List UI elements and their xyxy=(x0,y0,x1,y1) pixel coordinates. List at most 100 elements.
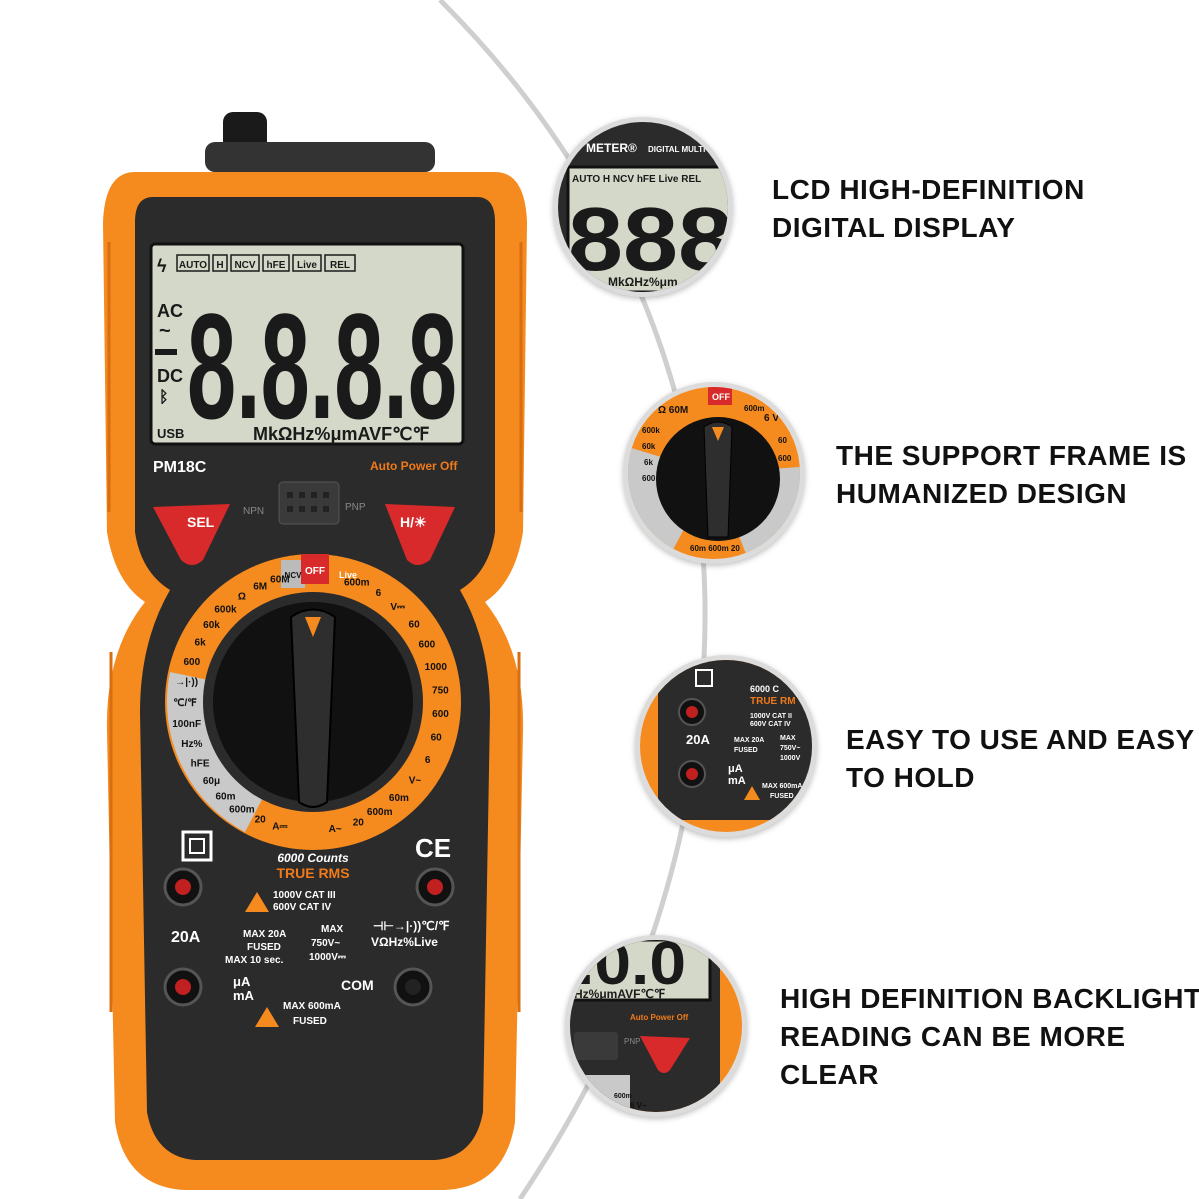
svg-text:600: 600 xyxy=(642,474,656,483)
zoom3-max600-1: MAX 600mA xyxy=(762,783,802,790)
hold-backlight-button[interactable] xyxy=(385,504,455,565)
dial-ncv: NCV xyxy=(285,571,303,580)
dial-label: 6k xyxy=(195,638,207,649)
cat-rating-1: 1000V CAT III xyxy=(273,890,336,901)
hold-label: H/☀ xyxy=(400,514,427,530)
dial-label: 750 xyxy=(432,685,449,696)
dial-label: 6 xyxy=(425,755,431,766)
zoom3-ua: μA xyxy=(728,763,743,775)
ce-mark: CE xyxy=(415,833,451,863)
dial-label: V⎓ xyxy=(390,602,405,613)
svg-text:6 V~: 6 V~ xyxy=(630,1101,647,1110)
dial-label: 6 xyxy=(376,588,382,599)
auto-power-off-label: Auto Power Off xyxy=(370,459,458,473)
svg-text:60m 600m 20: 60m 600m 20 xyxy=(690,544,740,553)
dial-label: ℃/℉ xyxy=(173,698,197,709)
caption-backlight: HIGH DEFINITION BACKLIGHT READING CAN BE… xyxy=(780,983,1199,1090)
dial-label: 600 xyxy=(183,657,200,668)
svg-text:60: 60 xyxy=(778,436,787,445)
svg-text:600k: 600k xyxy=(642,426,660,435)
max-20a-3: MAX 10 sec. xyxy=(225,955,284,966)
sel-button[interactable] xyxy=(153,504,230,565)
lcd-screen xyxy=(149,242,465,446)
svg-text:Ω 60M: Ω 60M xyxy=(658,405,688,416)
zoom4-pnp: PNP xyxy=(624,1037,640,1046)
dial-label: A~ xyxy=(329,824,342,835)
max-v-1: MAX xyxy=(321,924,344,935)
svg-text:600m: 600m xyxy=(744,404,764,413)
zoom-dial-circle: OFF Ω 60M 600k 60k 6k 600 600m 6 V 60 60… xyxy=(623,382,805,564)
svg-text:ϟ: ϟ xyxy=(157,256,167,276)
dial-label: A⎓ xyxy=(272,822,287,833)
lcd-indicator-box xyxy=(292,254,322,272)
lcd-indicator-box xyxy=(262,254,290,272)
dial-label: 60μ xyxy=(203,776,220,787)
dial-label: 60m xyxy=(215,791,235,802)
dial-label: 600 xyxy=(432,709,449,720)
dial-label: 600 xyxy=(419,640,436,651)
max-v-2: 750V~ xyxy=(311,938,340,949)
com-label: COM xyxy=(341,977,374,993)
dial-label: 20 xyxy=(353,818,365,829)
svg-text:6k: 6k xyxy=(644,458,653,467)
dial-label: 20 xyxy=(255,815,267,826)
cat-rating-2: 600V CAT IV xyxy=(273,902,331,913)
zoom1-brand: METER® xyxy=(586,141,637,155)
lcd-ac-label: AC xyxy=(157,301,183,321)
zoom3-maxv-2: 750V~ xyxy=(780,745,800,752)
zoom3-ma: mA xyxy=(728,775,746,787)
model-label: PM18C xyxy=(153,459,207,476)
dial-label: 60k xyxy=(203,620,220,631)
dial-label: hFE xyxy=(191,758,210,769)
zoom3-maxv-3: 1000V xyxy=(780,755,801,762)
zoom3-true-rms: TRUE RM xyxy=(750,696,796,707)
svg-text:600: 600 xyxy=(778,454,792,463)
lcd-indicator-box xyxy=(230,254,260,272)
dial-label: 1000 xyxy=(425,662,448,673)
dial-label: 600m xyxy=(344,578,370,589)
lcd-dc-label: DC xyxy=(157,366,183,386)
counts-label: 6000 Counts xyxy=(277,851,349,865)
max-600ma-2: FUSED xyxy=(293,1016,327,1027)
zoom3-maxv-1: MAX xyxy=(780,735,796,742)
zoom-jacks-circle: 6000 C TRUE RM 1000V CAT II 600V CAT IV … xyxy=(635,655,817,837)
zoom2-off: OFF xyxy=(712,392,730,402)
max-20a-1: MAX 20A xyxy=(243,929,286,940)
sel-label: SEL xyxy=(187,514,215,530)
dial-label: 60m xyxy=(389,793,409,804)
zoom3-cat-1: 1000V CAT II xyxy=(750,713,792,720)
zoom3-counts: 6000 C xyxy=(750,684,780,694)
dial-off: OFF xyxy=(305,566,325,577)
svg-text:~: ~ xyxy=(159,320,171,342)
dial-label: 60 xyxy=(409,619,421,630)
zoom1-indicators: AUTO H NCV hFE Live REL xyxy=(572,174,701,185)
zoom3-max-1: MAX 20A xyxy=(734,737,764,744)
pnp-label: PNP xyxy=(345,502,366,513)
zoom3-cat-2: 600V CAT IV xyxy=(750,721,791,728)
zoom1-units: MkΩHz%μm xyxy=(608,275,678,289)
zoom-backlight-circle: .0.0 Hz%μmAVF℃℉ Auto Power Off PNP 600m … xyxy=(565,935,747,1117)
dial-label: 600k xyxy=(214,605,237,616)
lcd-usb-label: USB xyxy=(157,426,184,441)
max-20a-2: FUSED xyxy=(247,942,281,953)
v-symbols-2: VΩHz%Live xyxy=(371,935,438,949)
ma-label: mA xyxy=(233,988,255,1003)
dial-label: 60M xyxy=(270,574,289,585)
zoom-lcd-circle: METER® DIGITAL MULTI AUTO H NCV hFE Live… xyxy=(553,117,733,297)
dial-label: →|·)) xyxy=(175,677,198,688)
lcd-indicator-box xyxy=(212,254,228,272)
caption-easy-to-use: EASY TO USE AND EASY TO HOLD xyxy=(846,724,1195,793)
lcd-indicator-hfe: hFE xyxy=(267,260,286,271)
true-rms-label: TRUE RMS xyxy=(276,865,349,881)
zoom4-label-1: 600m xyxy=(614,1093,632,1100)
max-600ma-1: MAX 600mA xyxy=(283,1001,341,1012)
lcd-indicator-live: Live xyxy=(297,260,317,271)
dial-label: Ω xyxy=(238,592,246,603)
zoom4-units: Hz%μmAVF℃℉ xyxy=(574,987,665,1001)
svg-text:ᛒ: ᛒ xyxy=(159,389,169,406)
zoom1-subtitle: DIGITAL MULTI xyxy=(648,145,705,154)
lcd-indicator-h: H xyxy=(216,260,223,271)
lcd-indicator-ncv: NCV xyxy=(234,260,255,271)
dial-label: V~ xyxy=(409,775,422,786)
